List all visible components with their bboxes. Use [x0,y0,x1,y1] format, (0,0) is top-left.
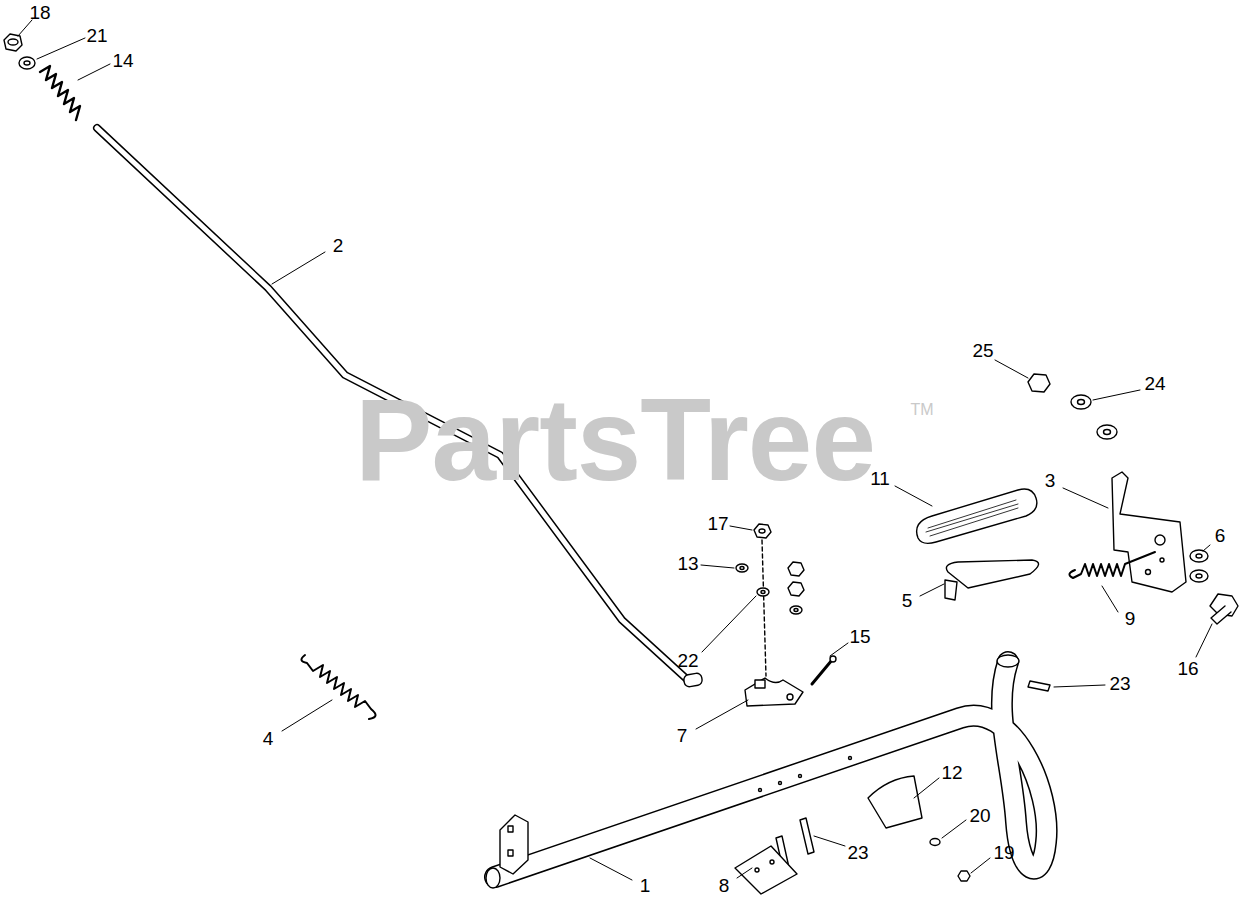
callout-number: 13 [677,554,698,573]
callout-number: 1 [640,876,651,895]
callout-number: 12 [941,763,962,782]
callout-number: 8 [719,876,730,895]
callout-number: 11 [870,469,890,488]
callout-number: 6 [1215,526,1226,545]
callout-number: 18 [29,3,50,22]
callout-number: 25 [972,341,993,360]
callout-number: 17 [707,514,728,533]
callout-number: 3 [1045,471,1056,490]
callout-number: 21 [86,26,107,45]
callout-number: 4 [263,729,274,748]
callout-number: 14 [112,51,133,70]
callout-number: 15 [849,627,870,646]
watermark: PartsTree [355,382,875,498]
trademark-mark: TM [910,402,933,418]
callout-number: 16 [1177,659,1198,678]
callout-number: 9 [1125,609,1136,628]
callout-number: 22 [677,651,698,670]
callout-number: 24 [1144,374,1165,393]
callout-number: 19 [993,843,1014,862]
callout-number: 5 [902,591,913,610]
callout-number: 23 [847,843,868,862]
callout-number: 20 [969,806,990,825]
callout-number: 2 [333,236,344,255]
callout-number: 23 [1109,674,1130,693]
callout-number: 7 [677,726,688,745]
